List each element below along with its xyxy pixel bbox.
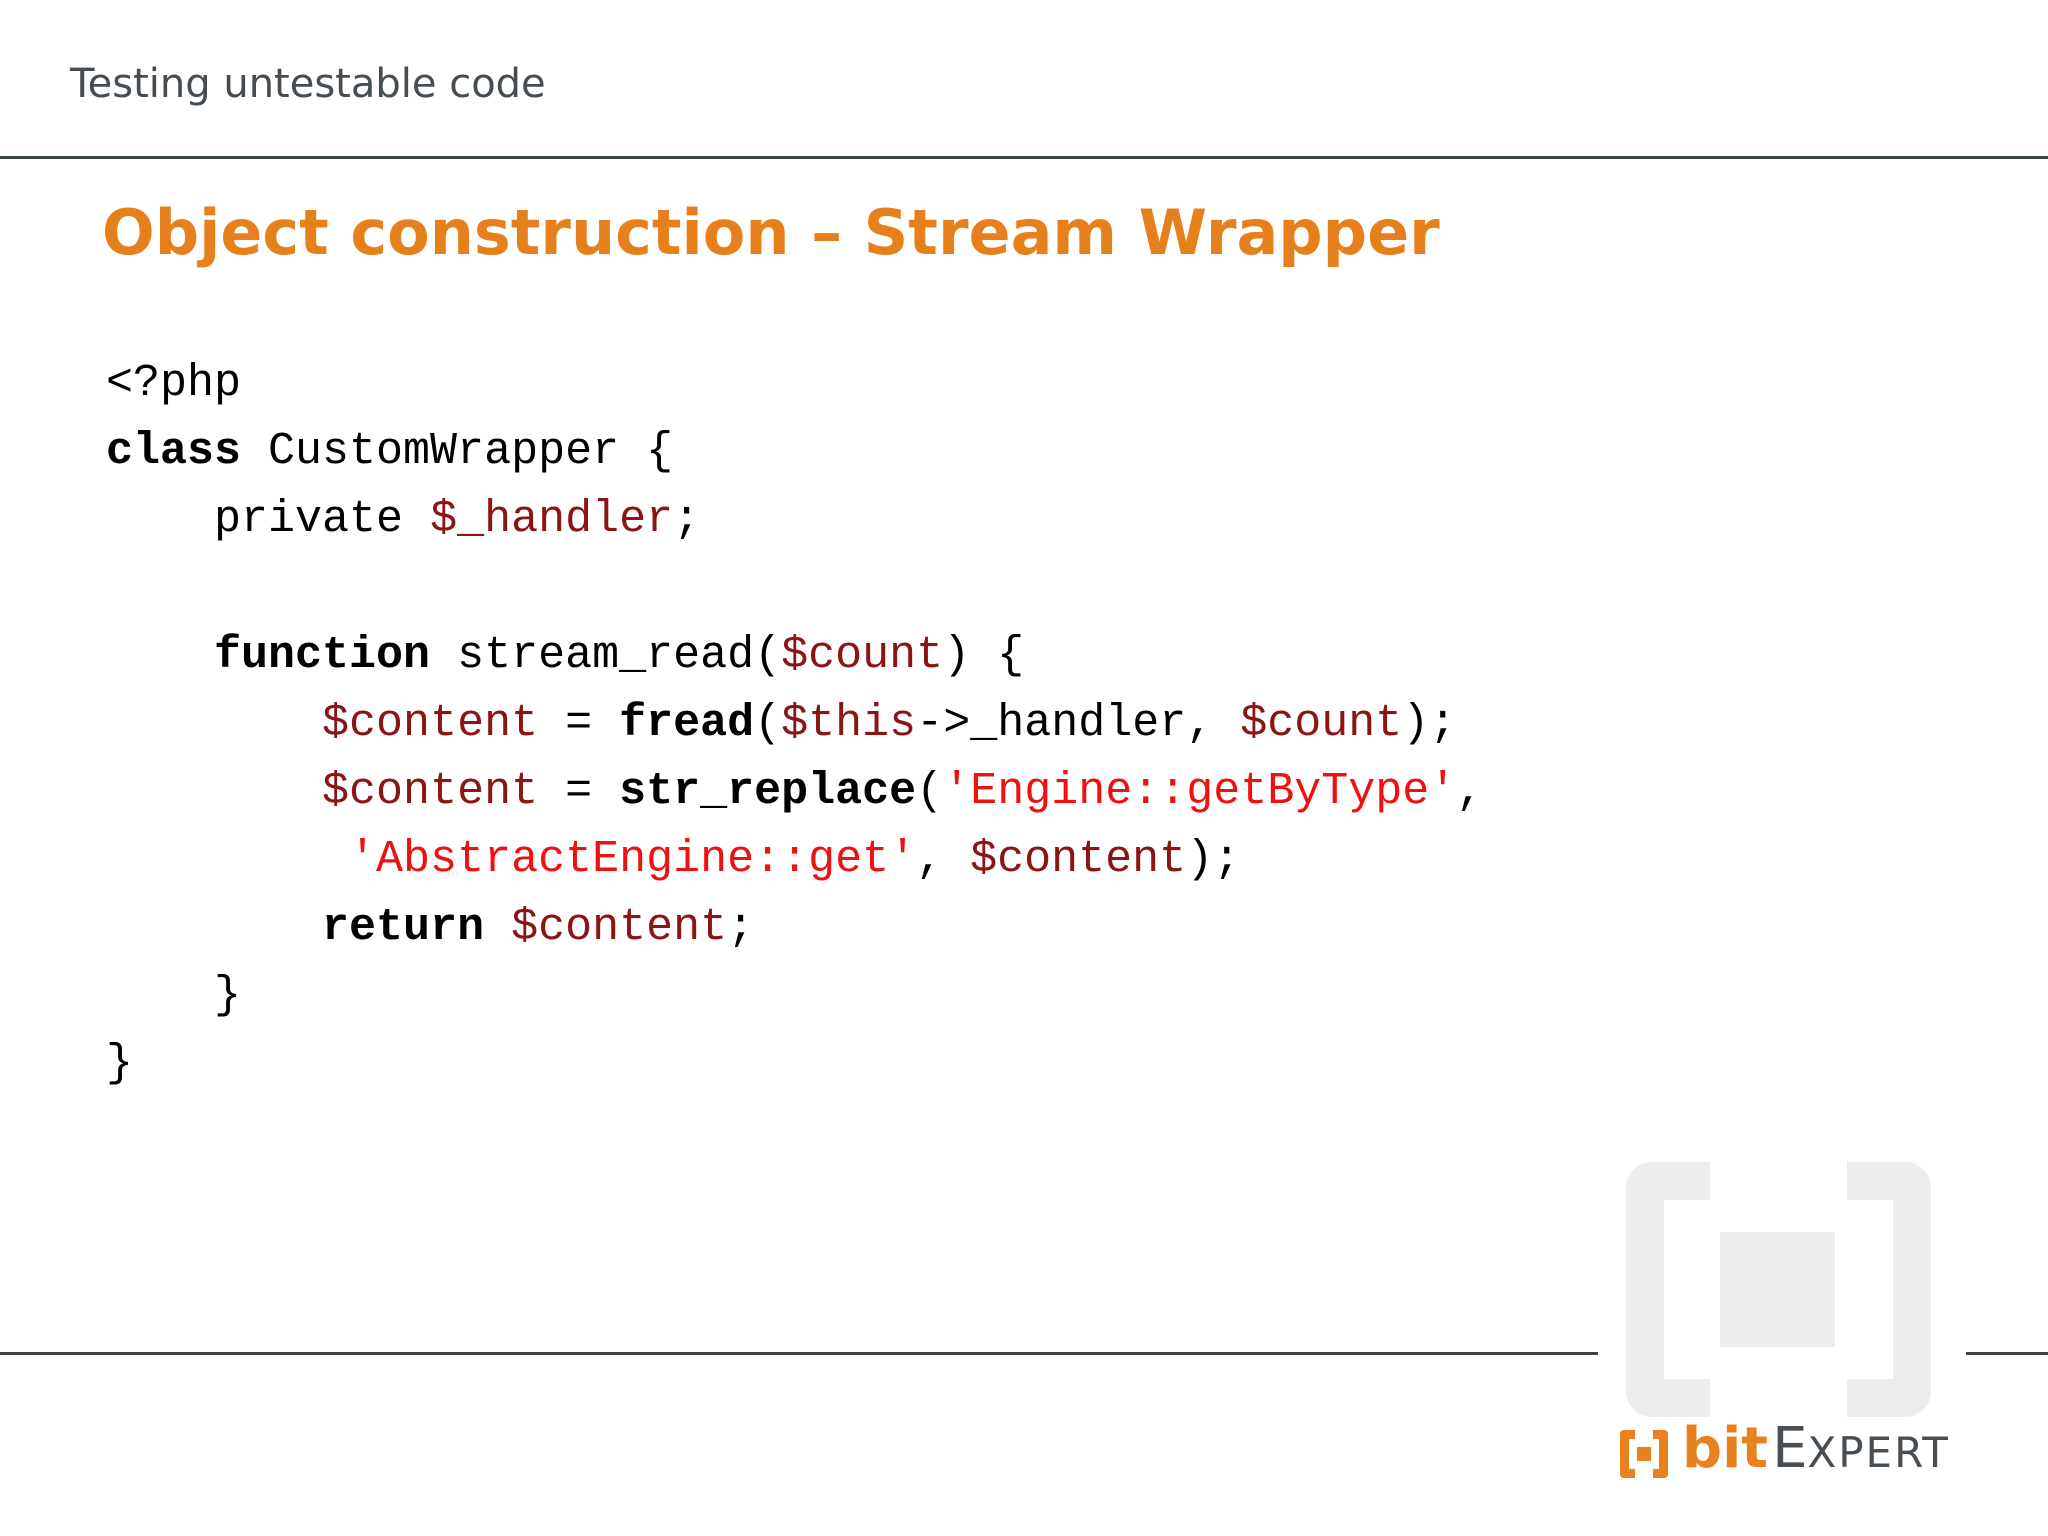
- slide-title: Object construction – Stream Wrapper: [102, 196, 1440, 269]
- code-line: <?php: [106, 358, 242, 409]
- watermark-left-bracket: [1626, 1162, 1710, 1417]
- bitexpert-logo: bit E XPERT: [1620, 1416, 1950, 1481]
- code-line: return $content;: [322, 902, 755, 953]
- logo-text-e: E: [1772, 1416, 1808, 1481]
- code-line: }: [106, 1038, 134, 1089]
- logo-text-xpert: XPERT: [1807, 1428, 1950, 1477]
- code-line: private $_handler;: [106, 494, 701, 545]
- php-code-block: <?php class CustomWrapper { private $_han…: [106, 350, 1483, 1098]
- bitexpert-bracket-icon: [1620, 1429, 1668, 1478]
- code-line: $content = str_replace('Engine::getByTyp…: [322, 766, 1484, 817]
- watermark-center-square: [1720, 1232, 1835, 1347]
- code-line: 'AbstractEngine::get', $content);: [349, 834, 1241, 885]
- watermark-right-bracket: [1847, 1162, 1931, 1417]
- slide-header: Testing untestable code: [70, 61, 546, 107]
- bitexpert-watermark-icon: [1598, 1148, 1966, 1438]
- header-divider: [0, 156, 2048, 159]
- code-line: function stream_read($count) {: [214, 630, 1025, 681]
- code-line: }: [106, 970, 242, 1021]
- code-line: $content = fread($this->_handler, $count…: [322, 698, 1457, 749]
- logo-text-bit: bit: [1682, 1416, 1769, 1481]
- code-line: class CustomWrapper {: [106, 426, 674, 477]
- footer-divider: [0, 1352, 2048, 1355]
- code-line: [106, 554, 1483, 622]
